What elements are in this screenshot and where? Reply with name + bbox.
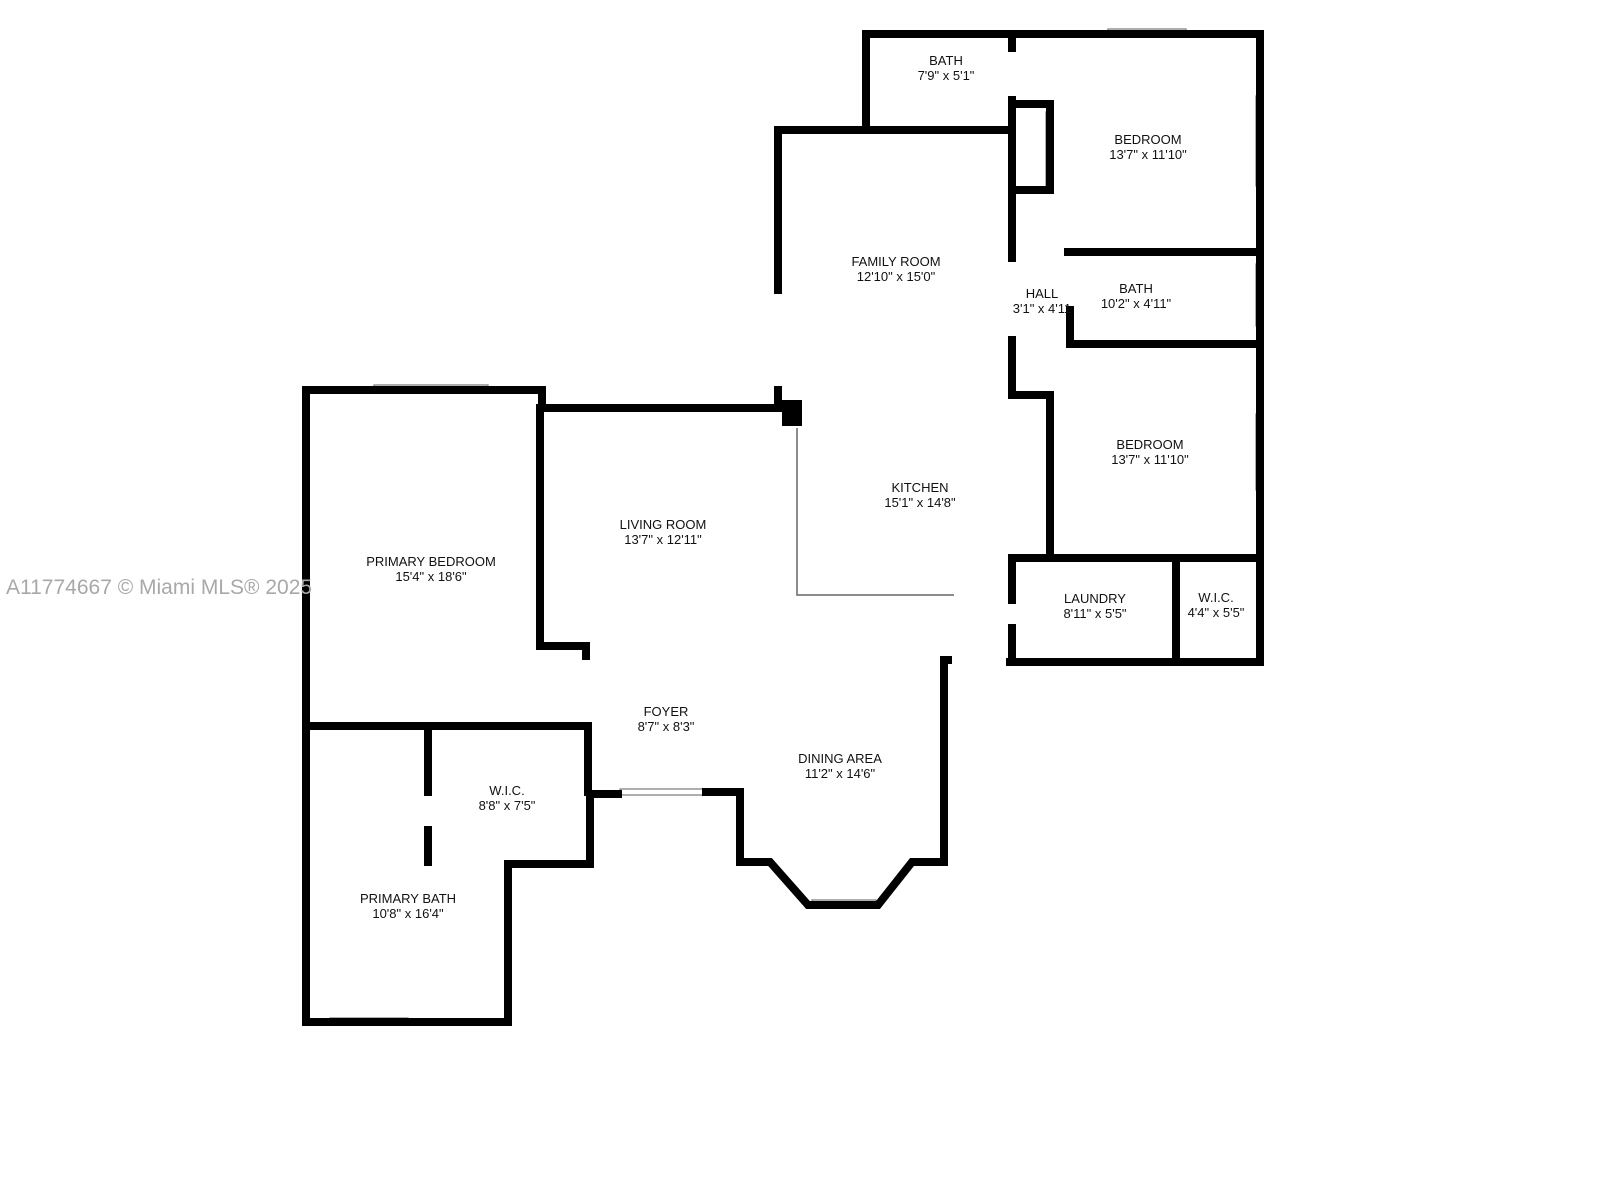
room-size: 13'7" x 11'10" — [1109, 147, 1187, 162]
room-size: 15'1" x 14'8" — [884, 495, 956, 510]
room-size: 10'2" x 4'11" — [1100, 296, 1172, 311]
room-name: LAUNDRY — [1064, 591, 1126, 606]
room-size: 7'9" x 5'1" — [917, 68, 975, 83]
room-size: 3'1" x 4'11 — [1012, 301, 1072, 316]
room-name: PRIMARY BATH — [359, 891, 457, 906]
room-size: 13'7" x 11'10" — [1111, 452, 1189, 467]
room-size: 8'11" x 5'5" — [1063, 606, 1127, 621]
room-size: 8'8" x 7'5" — [478, 798, 536, 813]
room-size: 4'4" x 5'5" — [1187, 605, 1245, 620]
room-name: LIVING ROOM — [619, 517, 707, 532]
room-name: PRIMARY BEDROOM — [366, 554, 496, 569]
room-name: HALL — [1025, 286, 1059, 301]
room-size: 13'7" x 12'11" — [624, 532, 702, 547]
window — [619, 788, 707, 796]
room-name: DINING AREA — [798, 751, 882, 766]
room-name: W.I.C. — [1198, 590, 1234, 605]
room-size: 12'10" x 15'0" — [856, 269, 936, 284]
watermark: A11774667 © Miami MLS® 2025 — [6, 576, 313, 599]
kitchen-counter — [796, 428, 954, 596]
room-name: BATH — [1119, 281, 1153, 296]
room-name: BATH — [929, 53, 963, 68]
room-name: KITCHEN — [891, 480, 949, 495]
walls — [302, 30, 1264, 1026]
room-name: BEDROOM — [1116, 437, 1184, 452]
room-size: 10'8" x 16'4" — [372, 906, 444, 921]
room-name: FOYER — [643, 704, 689, 719]
room-size: 8'7" x 8'3" — [637, 719, 695, 734]
room-wic-right: W.I.C.4'4" x 5'5" — [1188, 590, 1245, 620]
room-name: W.I.C. — [489, 783, 525, 798]
room-size: 15'4" x 18'6" — [395, 569, 467, 584]
room-wic-primary: W.I.C.8'8" x 7'5" — [479, 783, 536, 813]
room-name: FAMILY ROOM — [851, 254, 941, 269]
room-name: BEDROOM — [1114, 132, 1182, 147]
room-size: 11'2" x 14'6" — [804, 766, 876, 781]
